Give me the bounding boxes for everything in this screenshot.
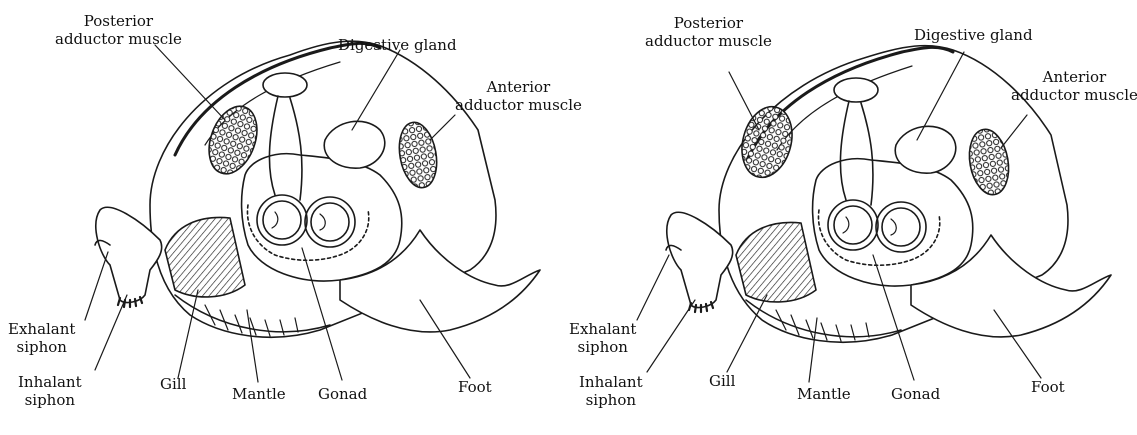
- label-foot: Foot: [458, 378, 492, 396]
- label-gill: Gill: [709, 372, 735, 390]
- label-posterior-adductor: Posterior adductor muscle: [645, 14, 772, 50]
- label-anterior-adductor: Anterior adductor muscle: [1011, 68, 1137, 104]
- siphon-body: [96, 207, 162, 302]
- label-anterior-adductor: Anterior adductor muscle: [455, 78, 582, 114]
- visceral-mass: [242, 154, 402, 281]
- label-posterior-adductor: Posterior adductor muscle: [55, 12, 182, 48]
- clam-diagram-right: Posterior adductor muscle Digestive glan…: [569, 0, 1137, 435]
- label-gill: Gill: [160, 375, 186, 393]
- clam-diagram-left: Posterior adductor muscle Digestive glan…: [0, 0, 568, 435]
- label-mantle: Mantle: [797, 385, 851, 403]
- label-digestive-gland: Digestive gland: [914, 26, 1033, 44]
- label-exhalant-siphon: Exhalant siphon: [569, 320, 636, 356]
- label-inhalant-siphon: Inhalant siphon: [18, 373, 82, 409]
- heart: [263, 73, 307, 97]
- gill: [165, 217, 245, 296]
- siphon-body: [667, 212, 733, 307]
- clam-anatomy-drawing: [0, 0, 568, 435]
- label-inhalant-siphon: Inhalant siphon: [579, 373, 643, 409]
- anterior-adductor-muscle: [395, 119, 442, 190]
- label-exhalant-siphon: Exhalant siphon: [8, 320, 75, 356]
- anterior-adductor-muscle: [965, 126, 1014, 198]
- digestive-gland: [895, 126, 956, 173]
- posterior-adductor-muscle: [735, 101, 800, 183]
- clam-anatomy-drawing: [569, 0, 1137, 435]
- label-mantle: Mantle: [232, 385, 286, 403]
- visceral-mass: [813, 159, 973, 286]
- digestive-gland: [324, 121, 385, 168]
- label-foot: Foot: [1031, 378, 1065, 396]
- label-gonad: Gonad: [891, 385, 940, 403]
- label-digestive-gland: Digestive gland: [338, 36, 457, 54]
- label-gonad: Gonad: [318, 385, 367, 403]
- heart: [834, 78, 878, 102]
- gill: [736, 222, 816, 301]
